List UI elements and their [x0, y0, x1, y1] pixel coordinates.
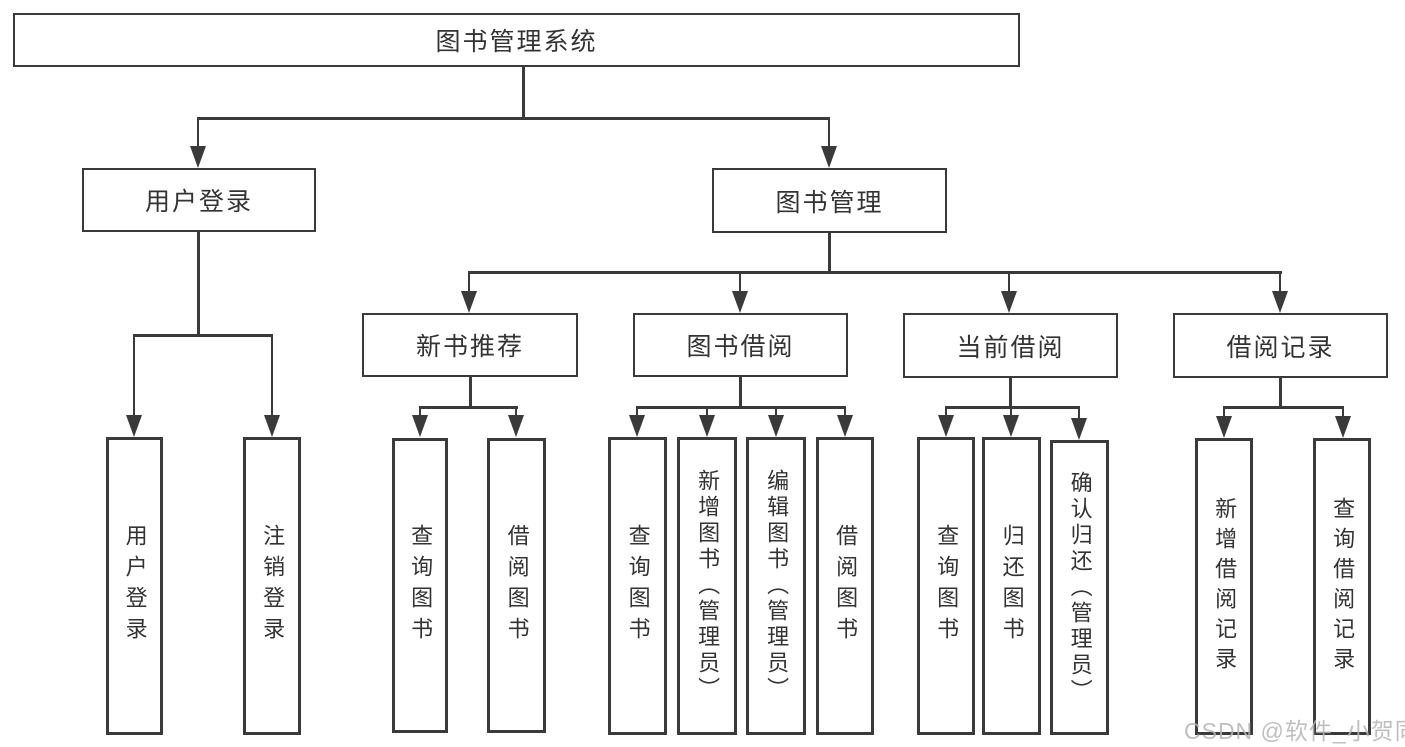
node-user-login: 用户登录: [82, 168, 316, 232]
node-borrow-records: 借阅记录: [1173, 313, 1388, 378]
leaf-confirm-return-admin: 确认归还（管理员）: [1050, 440, 1109, 735]
arrow-down: [1272, 272, 1288, 313]
leaf-edit-books-admin: 编辑图书（管理员）: [746, 437, 806, 735]
arrow-down: [126, 334, 142, 437]
node-label: 借阅记录: [1226, 333, 1335, 362]
leaf-label: 注销登录: [260, 524, 286, 648]
leaf-label: 新增图书（管理员）: [695, 469, 721, 703]
connector-borrow-stub: [739, 377, 742, 408]
connector-borrow-hline: [636, 406, 845, 409]
arrow-down: [190, 117, 206, 168]
arrow-down: [461, 272, 477, 313]
node-book-borrow: 图书借阅: [633, 313, 848, 377]
arrow-down: [1216, 406, 1232, 438]
arrow-down: [732, 272, 748, 313]
leaf-label: 查询图书: [934, 524, 960, 648]
leaf-add-books-admin: 新增图书（管理员）: [677, 437, 737, 735]
connector-user-login-stub: [197, 232, 200, 336]
leaf-label: 查询借阅记录: [1330, 496, 1356, 677]
leaf-borrow-books-recommend: 借阅图书: [487, 438, 546, 733]
connector-current-hline: [945, 406, 1080, 409]
leaf-label: 新增借阅记录: [1212, 496, 1238, 677]
leaf-query-books-borrow: 查询图书: [608, 437, 667, 735]
arrow-down: [1003, 406, 1019, 437]
arrow-down: [1001, 272, 1017, 313]
arrow-down: [938, 406, 954, 437]
leaf-label: 编辑图书（管理员）: [764, 469, 790, 703]
leaf-query-borrow-record: 查询借阅记录: [1313, 438, 1371, 735]
connector-root-hline: [197, 117, 830, 120]
node-label: 新书推荐: [415, 333, 524, 361]
node-new-book-recommend: 新书推荐: [362, 313, 578, 377]
arrow-down: [264, 334, 280, 437]
arrow-down: [821, 117, 837, 168]
connector-records-hline: [1223, 406, 1343, 409]
node-current-borrow: 当前借阅: [903, 313, 1118, 378]
leaf-label: 归还图书: [999, 524, 1025, 648]
node-label: 当前借阅: [956, 333, 1065, 362]
connector-book-mgmt-stub: [828, 233, 831, 274]
arrow-down: [629, 406, 645, 437]
connector-book-mgmt-hline: [468, 271, 1282, 274]
connector-root-stub: [522, 66, 525, 119]
leaf-label: 借阅图书: [833, 524, 859, 648]
leaf-query-books-recommend: 查询图书: [392, 438, 448, 733]
arrow-down: [1071, 406, 1087, 440]
node-label: 用户登录: [144, 188, 253, 216]
watermark: CSDN @软件_小贺同学: [1184, 718, 1405, 744]
leaf-label: 查询图书: [408, 523, 434, 648]
connector-recommend-hline: [419, 406, 518, 409]
node-label: 图书管理: [775, 188, 884, 217]
node-book-management: 图书管理: [712, 168, 947, 233]
arrow-down: [837, 406, 853, 437]
connector-user-login-hline: [133, 334, 273, 337]
node-label: 图书管理系统: [435, 28, 598, 56]
arrow-down: [699, 406, 715, 437]
arrow-down: [412, 406, 428, 437]
leaf-user-login: 用户登录: [106, 437, 163, 735]
leaf-return-books: 归还图书: [982, 437, 1041, 735]
leaf-label: 用户登录: [122, 524, 148, 648]
leaf-label: 查询图书: [625, 524, 651, 648]
node-label: 图书借阅: [686, 333, 795, 361]
connector-records-stub: [1279, 378, 1282, 408]
connector-recommend-stub: [469, 377, 472, 408]
leaf-borrow-books: 借阅图书: [816, 437, 874, 735]
arrow-down: [768, 406, 784, 437]
leaf-add-borrow-record: 新增借阅记录: [1195, 438, 1253, 735]
node-library-management-system: 图书管理系统: [13, 13, 1020, 67]
connector-current-stub: [1009, 378, 1012, 408]
arrow-down: [1335, 406, 1351, 438]
leaf-logout: 注销登录: [243, 437, 301, 735]
leaf-label: 确认归还（管理员）: [1067, 470, 1093, 705]
leaf-query-books-current: 查询图书: [917, 437, 975, 735]
leaf-label: 借阅图书: [504, 523, 530, 648]
arrow-down: [508, 406, 524, 437]
